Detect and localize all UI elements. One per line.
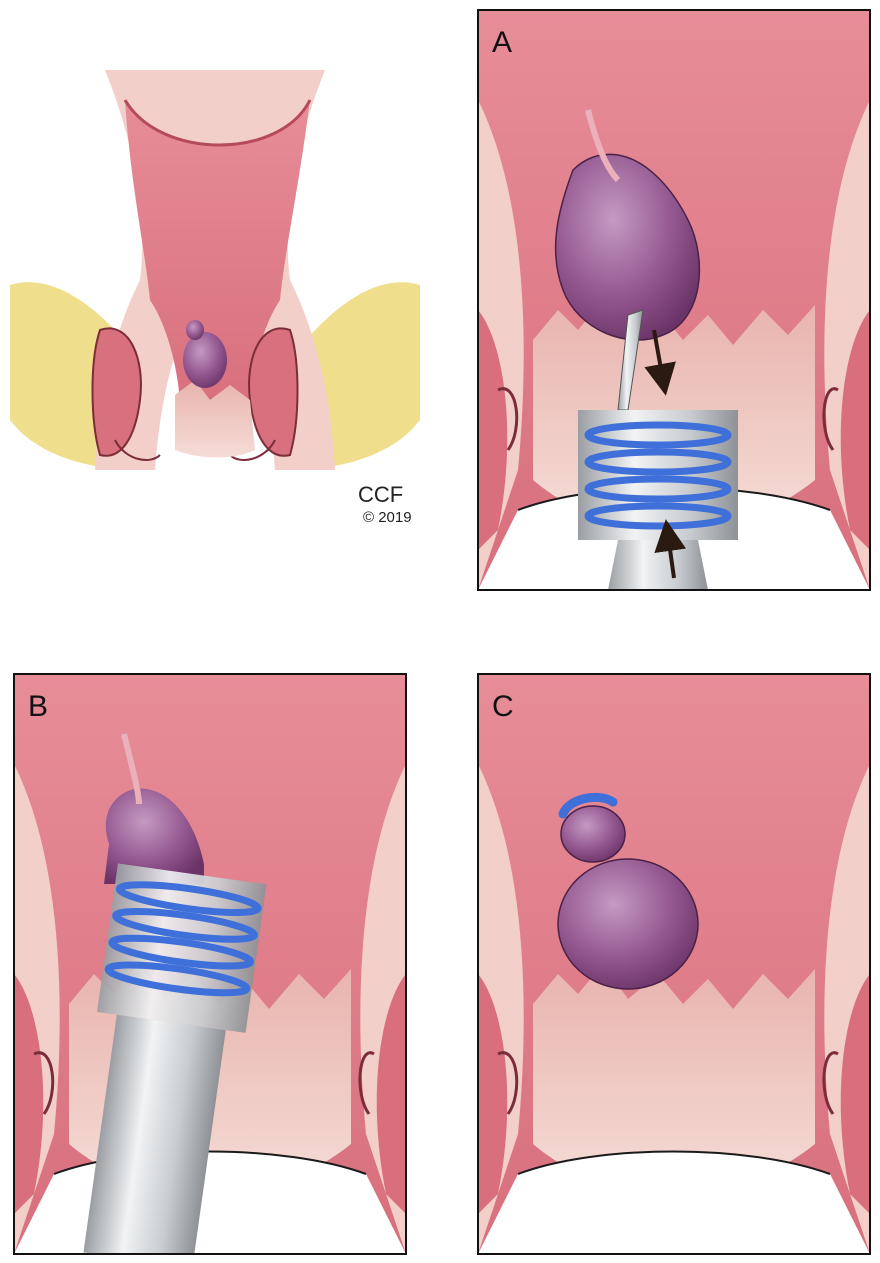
panel-c: C — [477, 673, 871, 1255]
credit-org: CCF — [358, 482, 403, 507]
arrow-up-icon — [654, 519, 687, 579]
panel-a-label: A — [492, 26, 512, 59]
panel-b-label: B — [28, 690, 48, 723]
panel-b: B — [13, 673, 407, 1255]
panel-c-label: C — [492, 690, 514, 723]
overview-illustration: CCF © 2019 — [10, 70, 420, 526]
credit-copyright: © 2019 — [363, 509, 412, 526]
arrow-down-icon — [644, 329, 676, 396]
panel-a: A — [477, 9, 871, 591]
